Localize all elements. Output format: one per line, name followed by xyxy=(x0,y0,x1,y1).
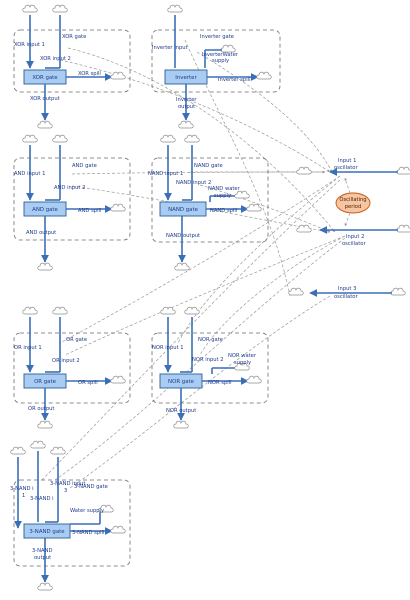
nand-group: NAND gate NAND gate NAND input 1 NAND in… xyxy=(148,134,269,271)
nor-gate-label: NOR gate xyxy=(198,337,223,343)
xor-stock-label: XOR gate xyxy=(32,75,58,81)
nand3-water-label: Water supply xyxy=(70,508,104,514)
osc3-label-2: oscillator xyxy=(334,294,358,300)
nand3-input3-label-2: 3 xyxy=(64,488,67,494)
and-input1-label: AND input 1 xyxy=(14,171,45,177)
xor-output-label: XOR output xyxy=(30,96,60,102)
osc1-label-1: Input 1 xyxy=(338,158,356,164)
inverter-input-label: Inverter input xyxy=(152,45,188,51)
nand3-input3-label-1: 3-NAND input xyxy=(50,481,85,487)
inverter-gate-label: Inverter gate xyxy=(200,34,234,40)
inverter-spill-label: Inverter spill xyxy=(218,77,251,83)
xor-group: XOR gate XOR gate XOR input 1 XOR input … xyxy=(13,4,131,129)
oscillators-group: Input 1 oscillator Oscillating period In… xyxy=(288,158,410,300)
inverter-water-label-2: supply xyxy=(212,58,229,64)
nand3-stock-label: 3-NAND gate xyxy=(29,529,65,535)
xor-gate-label: XOR gate xyxy=(62,34,86,40)
and-output-label: AND output xyxy=(26,230,56,236)
nand3-output-label-1: 3-NAND xyxy=(32,548,52,554)
xor-input1-label: XOR input 1 xyxy=(14,42,45,48)
inverter-water-label-1: InverterWater xyxy=(202,52,239,58)
and-input2-label: AND input 2 xyxy=(54,185,85,191)
nand-water-label-1: NAND water xyxy=(208,186,241,192)
inverter-output-label-1: Inverter xyxy=(176,97,197,103)
inverter-output-label-2: output xyxy=(178,104,195,110)
nand-stock-label: NAND gate xyxy=(168,207,198,213)
osc2-label-2: oscillator xyxy=(342,241,366,247)
nand-water-label-2: supply xyxy=(214,193,231,199)
or-input1-label: OR input 1 xyxy=(14,345,42,351)
and-gate-label: AND gate xyxy=(72,163,97,169)
or-stock-label: OR gate xyxy=(34,379,57,385)
nor-group: NOR gate NOR gate NOR input 1 NOR input … xyxy=(151,306,269,429)
and-spill-label: AND spill xyxy=(78,208,101,214)
nand-input2-label: NAND input 2 xyxy=(176,180,211,186)
inverter-group: Inverter Inverter gate Inverter input In… xyxy=(151,4,281,129)
nor-water-label-2: supply xyxy=(234,360,251,366)
nand3-input2-label: 3-NAND i xyxy=(30,496,54,502)
oscillating-period-variable[interactable] xyxy=(335,192,371,214)
nor-input1-label: NOR input 1 xyxy=(152,345,184,351)
and-stock-label: AND gate xyxy=(32,207,58,213)
nand3-input1-label-1: 3-NAND i xyxy=(10,486,34,492)
nand-spill-label: NAND spill xyxy=(210,208,237,214)
or-gate-label: OR gate xyxy=(66,337,87,343)
nor-input2-label: NOR input 2 xyxy=(192,357,224,363)
nand3-input1-label-2: 1 xyxy=(22,493,25,499)
nor-water-label-1: NOR water xyxy=(228,353,257,359)
nor-stock-label: NOR gate xyxy=(168,379,195,385)
nand-gate-label: NAND gate xyxy=(194,163,223,169)
xor-spill-label: XOR spill xyxy=(78,71,101,77)
osc3-label-1: Input 3 xyxy=(338,286,356,292)
period-label-2: period xyxy=(345,204,362,210)
or-output-label: OR output xyxy=(28,406,54,412)
xor-input2-label: XOR input 2 xyxy=(40,56,71,62)
or-group: OR gate OR gate OR input 1 OR input 2 OR… xyxy=(13,306,131,429)
or-spill-label: OR spill xyxy=(78,380,98,386)
nand-output-label: NAND output xyxy=(166,233,200,239)
or-input2-label: OR input 2 xyxy=(52,358,80,364)
nand-input1-label: NAND input 1 xyxy=(148,171,183,177)
nand3-spill-label: 3-NAND spill xyxy=(72,530,104,536)
nand3-output-label-2: output xyxy=(34,555,51,561)
nor-spill-label: NOR spill xyxy=(208,380,232,386)
osc2-label-1: Input 2 xyxy=(346,234,364,240)
and-group: AND gate AND gate AND input 1 AND input … xyxy=(13,134,131,271)
information-links xyxy=(41,39,346,489)
period-label-1: Oscillating xyxy=(339,197,366,203)
inverter-stock-label: Inverter xyxy=(175,75,197,81)
nor-output-label: NOR output xyxy=(166,408,196,414)
nand3-gate-label: 3-NAND gate xyxy=(74,484,108,490)
nand3-group: 3-NAND gate 3-NAND gate 3-NAND i 1 3-NAN… xyxy=(10,440,131,591)
osc1-label-2: oscillator xyxy=(334,165,358,171)
